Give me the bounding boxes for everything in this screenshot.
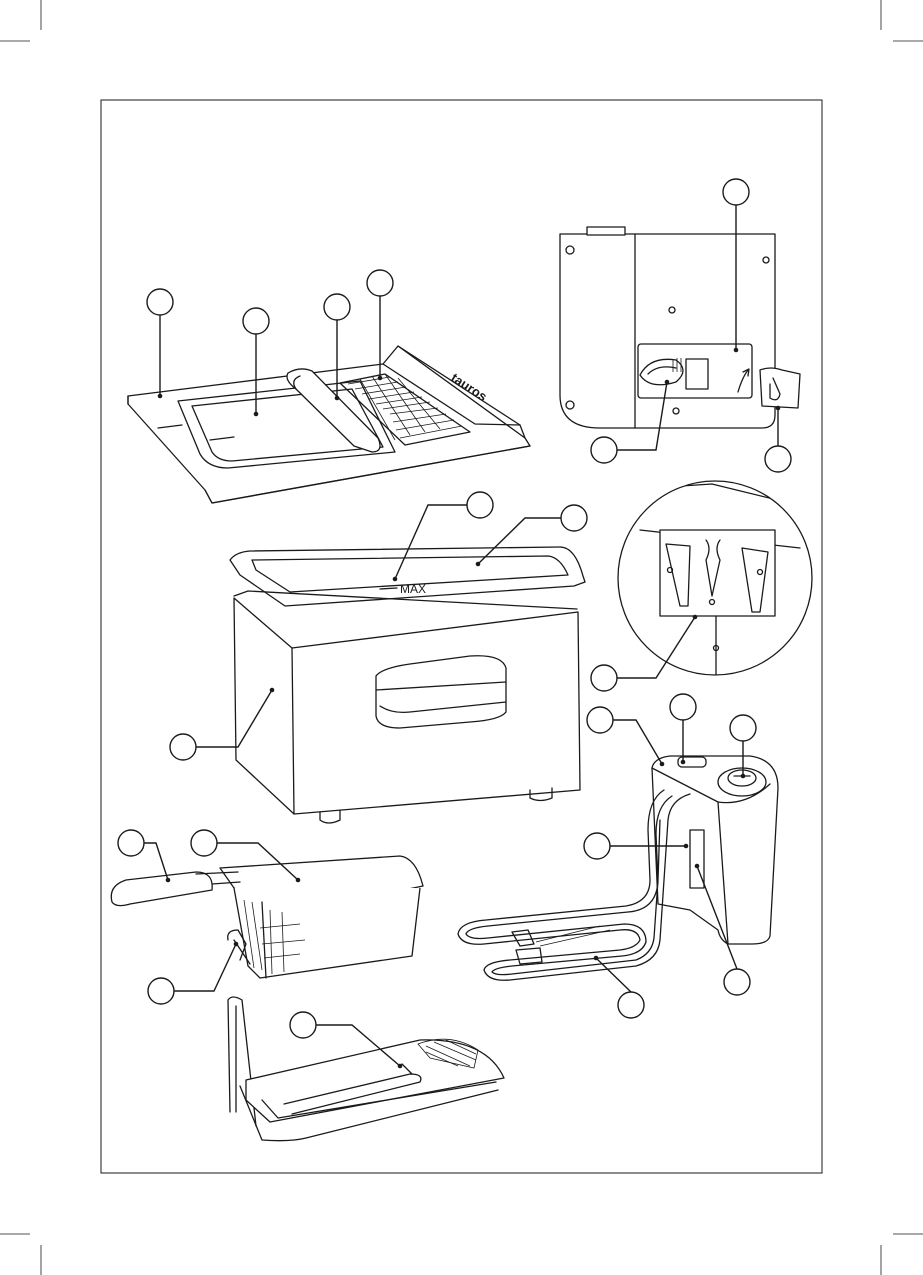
callout-max-mark xyxy=(467,492,493,518)
callout-mount-bracket xyxy=(591,665,617,691)
callout-control-box xyxy=(587,707,613,733)
callout-lid-filter xyxy=(367,270,393,296)
callout-body xyxy=(170,734,196,760)
callout-lid-edge xyxy=(147,289,173,315)
callout-basket xyxy=(191,830,217,856)
lid-illustration: tauros xyxy=(128,346,530,503)
callout-drain-rack xyxy=(290,1012,316,1038)
callout-lid-window xyxy=(243,308,269,334)
callout-basket-handle xyxy=(118,830,144,856)
callout-rear-cover xyxy=(723,179,749,205)
callout-oil-tank xyxy=(561,505,587,531)
callout-safety-switch xyxy=(724,969,750,995)
callout-cord-clip xyxy=(765,446,791,472)
callout-heating-element xyxy=(618,992,644,1018)
drain-rack-illustration xyxy=(228,997,504,1141)
rear-view-illustration xyxy=(560,227,800,428)
callout-lid-handle xyxy=(324,294,350,320)
max-level-label: MAX xyxy=(400,582,426,596)
basket-illustration xyxy=(111,856,423,978)
fryer-body-illustration: MAX xyxy=(230,547,585,823)
callout-pilot-light xyxy=(670,694,696,720)
callout-thermostat-knob xyxy=(730,715,756,741)
mount-bracket-detail xyxy=(618,481,812,680)
callout-element-support xyxy=(584,833,610,859)
callout-basket-hook xyxy=(148,978,174,1004)
callout-cord xyxy=(591,437,617,463)
